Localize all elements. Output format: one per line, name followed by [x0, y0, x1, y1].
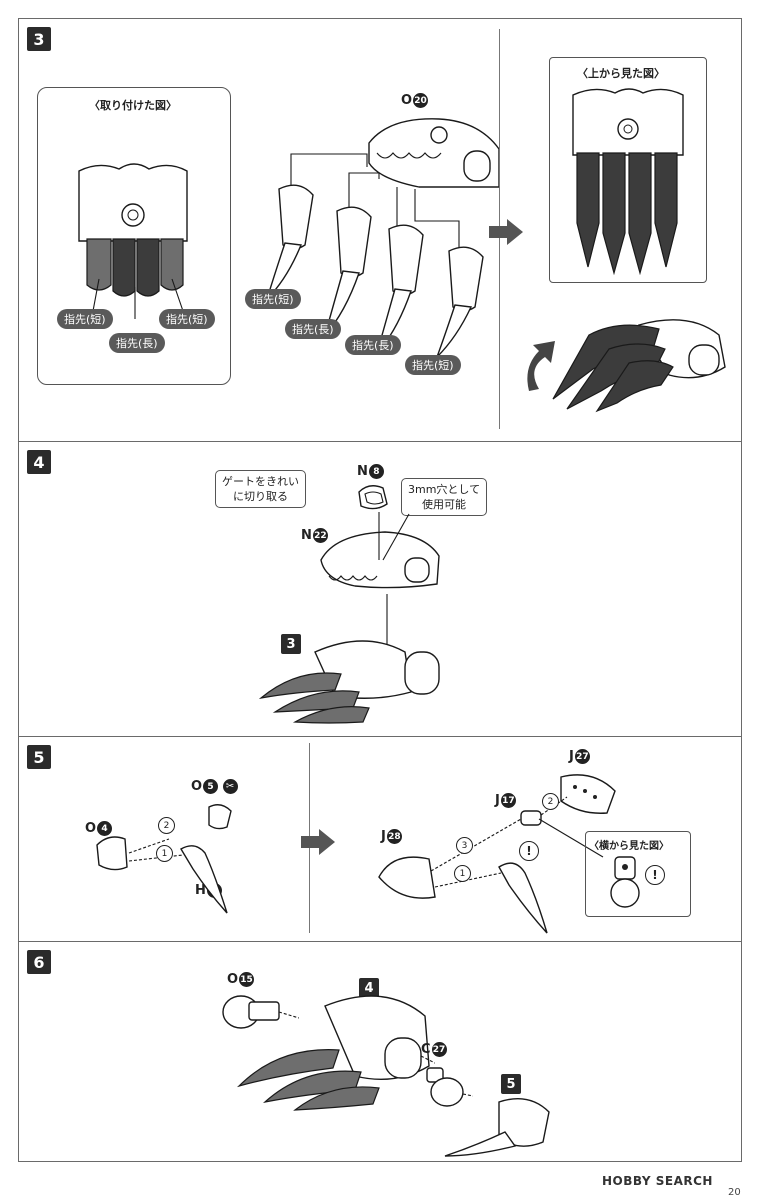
callout-gate: ゲートをきれい に切り取る: [215, 470, 306, 508]
result-arrow-icon: [301, 829, 335, 855]
part-number-badge: 20: [413, 93, 429, 108]
attached-view-title: 〈取り付けた図〉: [89, 99, 177, 112]
step-number: 4: [27, 450, 51, 474]
part-number-badge: 27: [431, 1042, 447, 1057]
part-letter: O: [401, 93, 413, 108]
step-5-panel: 5 O5 ✂ O4 H5 2 1 J27 J17: [18, 736, 742, 942]
part-o15-illustration: [222, 995, 299, 1029]
rotate-arrow-icon: [527, 341, 555, 391]
part-number-badge: 8: [368, 464, 384, 479]
step-number: 3: [27, 27, 51, 51]
part-number-badge: 28: [386, 829, 402, 844]
finger-label-left: 指先(短): [57, 309, 113, 329]
order-mark-1-right: 1: [454, 865, 471, 882]
part-n22-illustration: [320, 531, 440, 589]
order-mark-2-left: 2: [158, 817, 175, 834]
part-c27-illustration: [426, 1067, 473, 1107]
callout-hole-line-1: 3mm穴として: [408, 483, 481, 496]
attached-hand-illustration: [78, 163, 188, 319]
claw-parts-illustration: [266, 184, 484, 358]
part-n8-illustration: [358, 485, 388, 510]
finger-label-center: 指先(長): [109, 333, 165, 353]
step5-left-illustration: [96, 804, 232, 914]
step6-claw-illustration: [444, 1098, 550, 1157]
result-arrow-icon: [489, 219, 523, 245]
step-number: 5: [27, 745, 51, 769]
callout-gate-line-2: に切り取る: [233, 490, 288, 503]
callout-gate-line-1: ゲートをきれい: [222, 475, 299, 488]
side-view-box: [585, 831, 691, 917]
callout-hole-line-2: 使用可能: [422, 498, 467, 511]
top-view-illustration: [572, 88, 684, 275]
step5-right-illustration: [378, 774, 616, 934]
attached-view-box: [37, 87, 231, 385]
part-number-badge: 4: [97, 821, 113, 836]
part-number-badge: 17: [500, 793, 516, 808]
part-number-badge: 27: [574, 749, 590, 764]
claw-label-1: 指先(短): [245, 289, 301, 309]
brand-logo: HOBBY SEARCH: [602, 1174, 713, 1188]
top-view-title: 〈上から見た図〉: [577, 67, 665, 80]
part-number-badge: 22: [312, 528, 328, 543]
cut-icon: ✂: [222, 779, 238, 794]
order-mark-2-right: 2: [542, 793, 559, 810]
side-view-warning-icon: !: [645, 865, 665, 885]
side-view-illustration: [610, 856, 640, 908]
page-number: 20: [728, 1187, 741, 1198]
sub-assembly-ref-4: 4: [359, 978, 379, 998]
order-mark-1-left: 1: [156, 845, 173, 862]
step-number: 6: [27, 950, 51, 974]
side-view-title: 〈横から見た図〉: [589, 841, 669, 852]
step6-hand-illustration: [236, 995, 435, 1111]
part-number-badge: 5: [203, 779, 219, 794]
order-mark-3-right: 3: [456, 837, 473, 854]
part-number-badge: 15: [239, 972, 255, 987]
step4-result-illustration: [258, 640, 440, 724]
callout-hole: 3mm穴として 使用可能: [401, 478, 488, 516]
assembled-claw-illustration: [552, 319, 726, 413]
warning-icon: !: [519, 841, 539, 861]
top-view-box: [549, 57, 707, 283]
sub-assembly-ref-5: 5: [501, 1074, 521, 1094]
finger-label-right: 指先(短): [159, 309, 215, 329]
claw-label-2: 指先(長): [285, 319, 341, 339]
claw-label-4: 指先(短): [405, 355, 461, 375]
sub-assembly-ref: 3: [281, 634, 301, 654]
palm-part-illustration: [368, 118, 500, 188]
claw-label-3: 指先(長): [345, 335, 401, 355]
